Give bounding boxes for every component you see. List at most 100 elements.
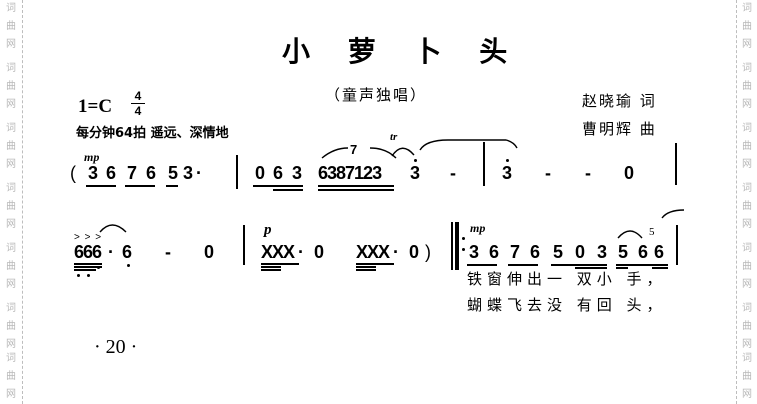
dynamic-p: p [264, 222, 272, 238]
watermark-char: 词 [6, 353, 16, 364]
note: 5 [168, 163, 179, 183]
barline [236, 155, 238, 189]
underline [356, 269, 376, 271]
underline [575, 267, 607, 269]
watermark-char: 词 [6, 243, 16, 254]
watermark-group: 词曲网 [737, 0, 757, 54]
watermark-group: 词曲网 [0, 240, 22, 294]
low-octave-dot [87, 274, 90, 277]
watermark-char: 曲 [6, 321, 16, 332]
watermark-char: 词 [6, 123, 16, 134]
note: 3 [88, 163, 99, 183]
note: 3 [469, 242, 480, 262]
underline [166, 185, 178, 187]
dynamic-mp: mp [84, 150, 100, 164]
slur-icon [99, 224, 127, 233]
dot-augment: · [298, 242, 304, 262]
watermark-char: 网 [6, 159, 16, 170]
slur-icon [617, 230, 643, 239]
low-octave-dot [77, 274, 80, 277]
underline [125, 185, 155, 187]
underline [318, 189, 394, 191]
time-signature-divider [131, 103, 145, 104]
close-paren: ) [425, 242, 431, 262]
watermark-char: 词 [742, 3, 752, 14]
watermark-group: 词曲网 [0, 300, 22, 354]
watermark-group: 词曲网 [0, 180, 22, 234]
watermark-char: 网 [742, 389, 752, 400]
watermark-char: 词 [742, 303, 752, 314]
low-octave-dot [127, 264, 130, 267]
repeat-barline-thick [455, 222, 459, 270]
note: 3 [183, 163, 194, 183]
underline [253, 185, 303, 187]
tuplet-bracket-icon [321, 147, 397, 159]
note: 6 [273, 163, 284, 183]
watermark-char: 词 [742, 63, 752, 74]
watermark-char: 网 [742, 99, 752, 110]
time-signature-top: 4 [134, 89, 142, 103]
watermark-group: 词曲网 [0, 60, 22, 114]
watermark-char: 曲 [742, 261, 752, 272]
dash: - [545, 163, 551, 183]
note-high-3: 3 [410, 163, 421, 183]
watermark-group: 词曲网 [737, 240, 757, 294]
watermark-char: 曲 [742, 21, 752, 32]
barline [675, 143, 677, 185]
watermark-char: 词 [742, 353, 752, 364]
watermark-char: 网 [742, 279, 752, 290]
underline [467, 264, 497, 266]
watermark-char: 网 [6, 219, 16, 230]
dash: - [165, 242, 171, 262]
trill-mark: tr [390, 131, 398, 143]
underline [356, 263, 394, 265]
watermark-char: 网 [742, 39, 752, 50]
watermark-char: 网 [742, 339, 752, 350]
repeat-barline-thin [451, 222, 453, 270]
rest: 0 [204, 242, 215, 262]
watermark-group: 词曲网 [0, 350, 22, 404]
time-signature: 4 4 [131, 90, 145, 117]
watermark-char: 网 [742, 159, 752, 170]
note: 3 [597, 242, 608, 262]
watermark-group: 词曲网 [0, 0, 22, 54]
note: 7 [127, 163, 138, 183]
tuplet-number: 7 [350, 142, 358, 157]
note: 5 [618, 242, 629, 262]
dash: - [450, 163, 456, 183]
underline [616, 264, 668, 266]
underline [74, 266, 102, 268]
repeat-dot [462, 248, 465, 251]
note: 6 [146, 163, 157, 183]
tie-icon [419, 139, 518, 151]
underline [261, 263, 299, 265]
watermark-char: 曲 [6, 21, 16, 32]
note: 6 [489, 242, 500, 262]
watermark-char: 曲 [742, 321, 752, 332]
watermark-char: 曲 [6, 201, 16, 212]
underline [86, 185, 116, 187]
underline [273, 189, 303, 191]
underline [356, 266, 376, 268]
percussion-notes: XXX [356, 242, 390, 262]
watermark-char: 词 [6, 303, 16, 314]
underline [74, 263, 102, 265]
rest: 0 [575, 242, 586, 262]
watermark-char: 网 [6, 279, 16, 290]
dot-augment: · [196, 163, 202, 183]
watermark-char: 网 [6, 339, 16, 350]
rest: 0 [314, 242, 325, 262]
watermark-char: 曲 [742, 371, 752, 382]
barline [483, 142, 485, 186]
dynamic-mp: mp [470, 221, 486, 235]
watermark-char: 曲 [742, 81, 752, 92]
watermark-group: 词曲网 [737, 120, 757, 174]
key-signature: 1=C [78, 96, 113, 117]
note-group: 666 [74, 242, 102, 262]
rest: 0 [409, 242, 420, 262]
underline [318, 185, 394, 187]
dash: - [585, 163, 591, 183]
accent-marks: > > > [74, 232, 103, 243]
tie-start-icon [661, 209, 685, 219]
watermark-char: 词 [742, 243, 752, 254]
